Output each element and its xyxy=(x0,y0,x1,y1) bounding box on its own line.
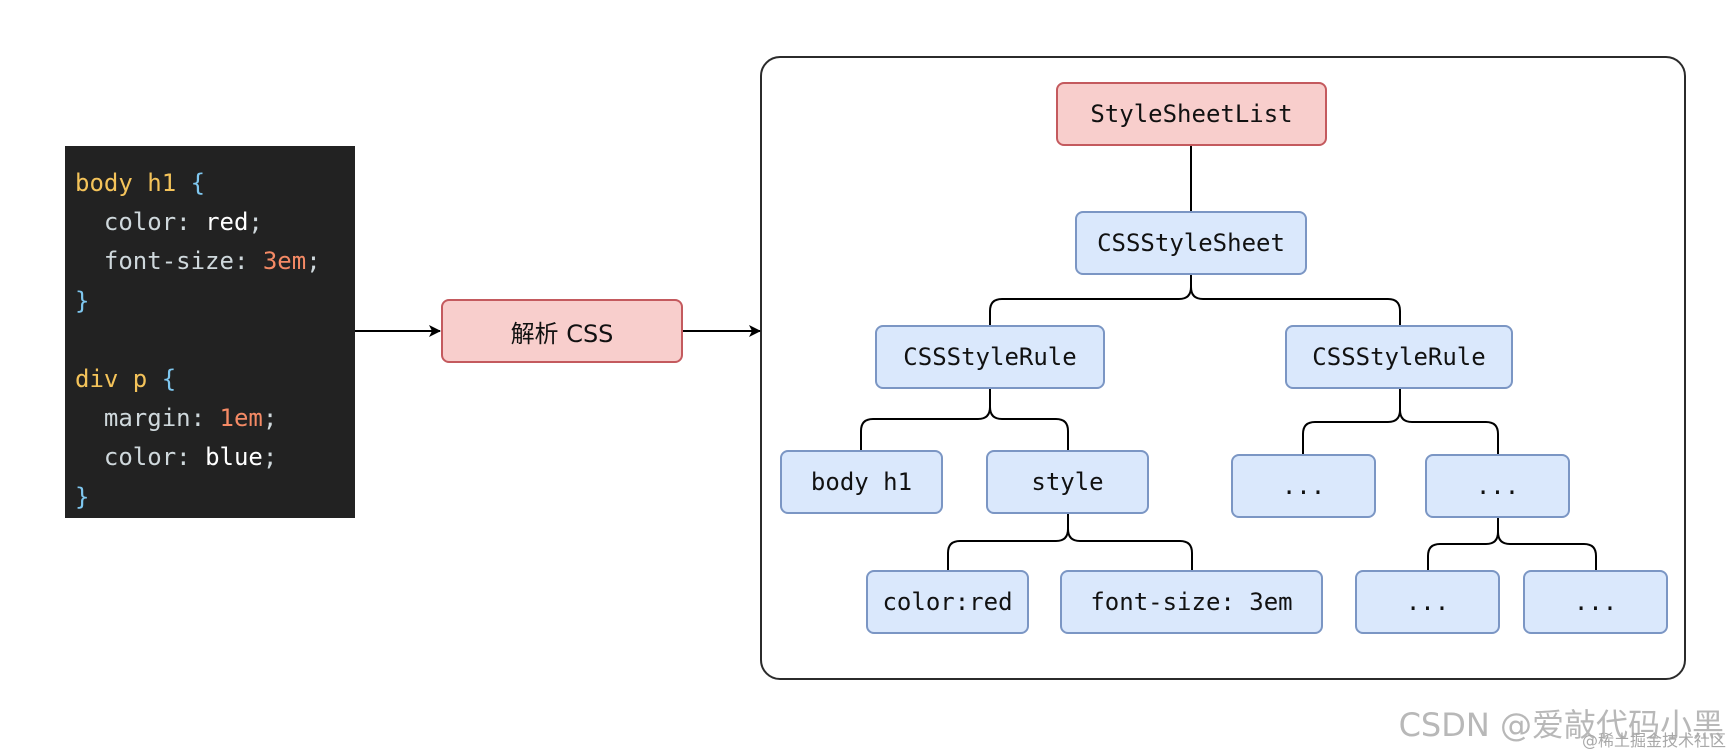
edge-left-rule-to-children xyxy=(860,389,1069,451)
node-ellipsis-label: ... xyxy=(1573,588,1618,616)
edge-style-to-declarations xyxy=(947,513,1193,571)
node-style: style xyxy=(986,450,1149,514)
node-ellipsis: ... xyxy=(1523,570,1668,634)
code-line-rule1-close: } xyxy=(75,282,355,321)
code-line-color-blue: color: blue; xyxy=(75,438,355,477)
code-property: font-size xyxy=(103,247,234,276)
object-tree-frame xyxy=(760,56,1686,680)
css-code-panel: body h1 { color: red; font-size: 3em; } … xyxy=(65,146,355,518)
node-declaration-font-size: font-size: 3em xyxy=(1060,570,1323,634)
node-stylesheetlist-label: StyleSheetList xyxy=(1090,100,1293,128)
node-selector-text: body h1 xyxy=(780,450,943,514)
node-ellipsis-label: ... xyxy=(1405,588,1450,616)
node-selector-text-label: body h1 xyxy=(810,468,913,496)
parse-css-label: 解析 CSS xyxy=(510,319,614,348)
code-line-rule2-close: } xyxy=(75,478,355,517)
code-colon: : xyxy=(190,404,220,433)
node-cssstylerule-right: CSSStyleRule xyxy=(1285,325,1513,389)
code-colon: : xyxy=(233,247,263,276)
node-cssstylesheet: CSSStyleSheet xyxy=(1075,211,1307,275)
code-semicolon: ; xyxy=(262,404,278,433)
node-declaration-font-size-label: font-size: 3em xyxy=(1090,588,1293,616)
code-number: 1em xyxy=(219,404,263,433)
watermark-csdn: CSDN @爱敲代码小黑 xyxy=(1398,706,1724,744)
code-selector: div p xyxy=(75,364,148,393)
node-declaration-color: color:red xyxy=(866,570,1029,634)
code-semicolon: ; xyxy=(248,208,263,237)
node-cssstylerule-right-label: CSSStyleRule xyxy=(1312,343,1486,371)
node-cssstylerule-left: CSSStyleRule xyxy=(875,325,1105,389)
code-close-brace: } xyxy=(75,482,90,511)
node-ellipsis: ... xyxy=(1231,454,1376,518)
edge-right-rule-to-children xyxy=(1302,389,1499,455)
node-ellipsis: ... xyxy=(1425,454,1570,518)
code-line-color-red: color: red; xyxy=(75,203,355,242)
code-selector: body h1 xyxy=(75,169,177,197)
watermark-juejin: @稀土掘金技术社区 xyxy=(1581,731,1726,750)
code-line-rule1-selector: body h1 { xyxy=(75,164,355,203)
code-close-brace: } xyxy=(75,286,90,315)
code-value: blue xyxy=(205,443,263,472)
code-semicolon: ; xyxy=(306,247,321,276)
parse-css-box: 解析 CSS xyxy=(441,299,683,363)
node-cssstylerule-left-label: CSSStyleRule xyxy=(903,343,1077,371)
code-colon: : xyxy=(176,443,206,472)
node-style-label: style xyxy=(1031,468,1104,496)
code-open-brace: { xyxy=(161,364,177,393)
code-number: 3em xyxy=(262,247,307,276)
edge-sheet-to-rules xyxy=(989,275,1401,326)
code-semicolon: ; xyxy=(262,443,278,472)
code-line-margin: margin: 1em; xyxy=(75,399,355,438)
node-ellipsis-label: ... xyxy=(1475,472,1520,500)
node-ellipsis: ... xyxy=(1355,570,1500,634)
node-declaration-color-label: color:red xyxy=(882,588,1013,616)
code-line-rule2-selector: div p { xyxy=(75,360,355,399)
code-value: red xyxy=(205,208,249,237)
code-property: color xyxy=(103,208,177,237)
code-open-brace: { xyxy=(190,169,206,197)
code-property: margin xyxy=(103,404,191,433)
node-ellipsis-label: ... xyxy=(1281,472,1326,500)
node-cssstylesheet-label: CSSStyleSheet xyxy=(1097,229,1285,257)
code-line-font-size: font-size: 3em; xyxy=(75,242,355,281)
node-stylesheetlist: StyleSheetList xyxy=(1056,82,1327,146)
edge-ellipsis-to-children xyxy=(1427,517,1597,571)
code-property: color xyxy=(103,443,177,472)
code-colon: : xyxy=(176,208,206,237)
